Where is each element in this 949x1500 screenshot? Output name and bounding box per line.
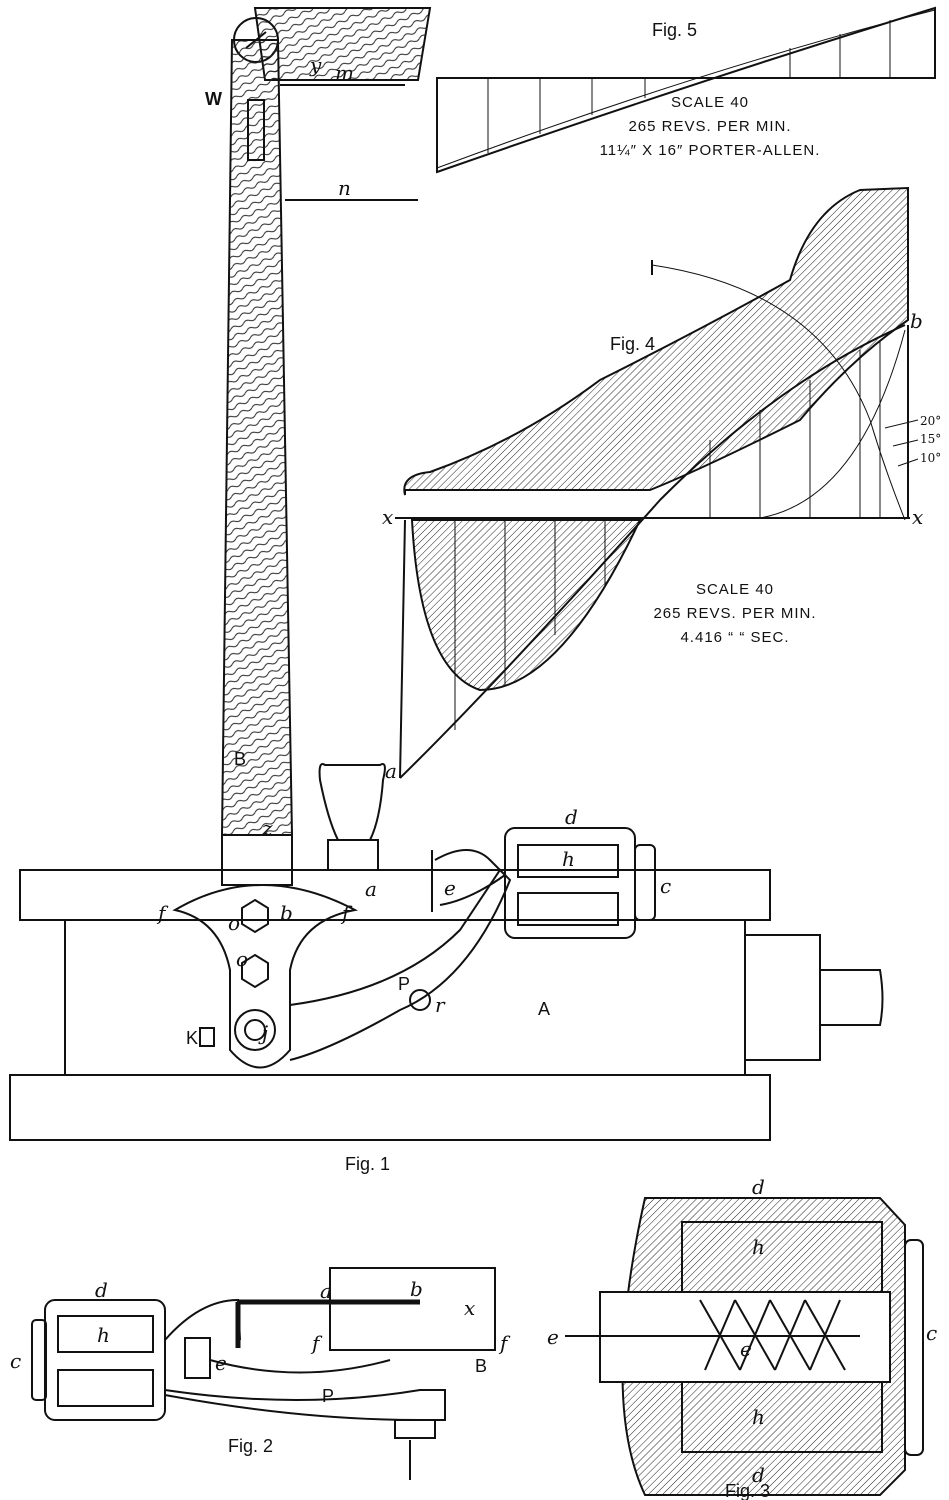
fig4-scale: SCALE 40 [696, 581, 774, 598]
fig1-label-o-top: o [228, 911, 240, 935]
fig5-engine: 11¼″ X 16″ PORTER-ALLEN. [600, 142, 821, 159]
fig1-label-A: A [538, 999, 550, 1019]
fig5-scale: SCALE 40 [671, 94, 749, 111]
fig2-label-P: P [322, 1386, 334, 1406]
fig3-caption: Fig. 3 [725, 1481, 770, 1500]
fig4-label-x-right: x [912, 505, 923, 529]
fig1-label-P: P [398, 974, 410, 994]
fig4-speed: 265 REVS. PER MIN. [653, 605, 816, 622]
fig3-label-c: c [926, 1321, 937, 1345]
fig1-label-n: n [338, 176, 351, 200]
fig1-label-r: r [435, 993, 446, 1017]
fig1-label-y: y [309, 53, 322, 77]
fig2-apparatus: d h c a b x f f e P B Fig. 2 [10, 1267, 511, 1480]
fig2-label-c: c [10, 1349, 21, 1373]
fig4-diagram: Fig. 4 x x b a 20° 15° 10° SCALE 40 265 … [382, 186, 941, 783]
fig4-seconds: 4.416 “ “ SEC. [680, 629, 789, 646]
fig1-label-o-bottom: o [236, 947, 248, 971]
fig3-section: d h c e e h d Fig. 3 [547, 1175, 937, 1500]
fig3-label-h-top: h [752, 1235, 765, 1259]
fig5-indicator-diagram: Fig. 5 SCALE 40 265 REVS. PER MIN. 11¼″ … [436, 6, 936, 174]
fig1-label-b: b [280, 901, 293, 925]
fig2-label-B: B [475, 1356, 487, 1376]
fig1-label-f-right: f [340, 901, 353, 925]
fig4-label-b: b [910, 309, 923, 333]
fig2-label-e: e [215, 1351, 227, 1375]
fig1-label-f-left: f [156, 901, 169, 925]
fig2-label-b: b [410, 1277, 423, 1301]
fig1-label-h: h [562, 847, 575, 871]
fig3-label-d-bottom: d [752, 1463, 765, 1487]
fig1-label-a: a [365, 877, 377, 901]
fig4-label-a: a [385, 759, 397, 783]
fig1-caption: Fig. 1 [345, 1154, 390, 1174]
angle-10: 10° [920, 451, 941, 465]
fig3-label-e-mid: e [740, 1337, 752, 1361]
fig4-label-x-left: x [382, 505, 393, 529]
fig4-caption: Fig. 4 [610, 334, 655, 354]
fig5-caption: Fig. 5 [652, 20, 697, 40]
fig2-label-f-left: f [310, 1331, 323, 1355]
fig2-label-h: h [97, 1323, 110, 1347]
fig1-label-W: W [205, 89, 222, 109]
fig2-label-d: d [95, 1278, 108, 1302]
fig2-label-f-right: f [498, 1331, 511, 1355]
fig3-label-h-bottom: h [752, 1405, 765, 1429]
fig3-label-e-left: e [547, 1325, 559, 1349]
angle-15: 15° [920, 432, 941, 446]
fig1-apparatus: y W m n B z a b f f o o e d h c P r A K … [9, 7, 884, 1174]
fig1-label-B: B [234, 749, 246, 769]
angle-20: 20° [920, 414, 941, 428]
fig1-label-z: z [261, 816, 273, 840]
fig3-label-d-top: d [752, 1175, 765, 1199]
fig1-label-d: d [565, 805, 578, 829]
fig1-label-m: m [335, 61, 354, 85]
fig1-label-K: K [186, 1028, 198, 1048]
fig2-caption: Fig. 2 [228, 1436, 273, 1456]
fig5-speed: 265 REVS. PER MIN. [628, 118, 791, 135]
fig1-label-e: e [444, 876, 456, 900]
fig2-label-x: x [464, 1296, 475, 1320]
fig1-label-j: j [258, 1021, 268, 1045]
fig1-label-c: c [660, 874, 671, 898]
fig2-label-a: a [320, 1279, 332, 1303]
